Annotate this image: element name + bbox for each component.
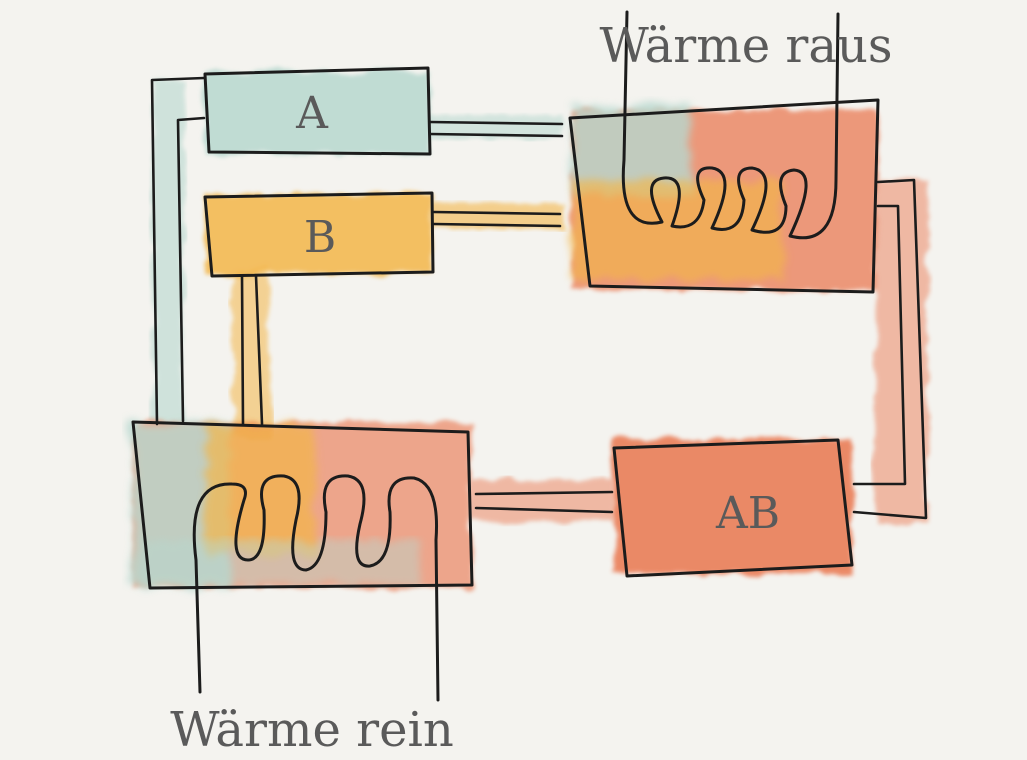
bottom-tank-outline bbox=[131, 420, 474, 590]
pipe-a-bottom bbox=[428, 132, 564, 138]
pipe-b-down-left bbox=[240, 274, 245, 426]
left-pipe-inner bbox=[176, 116, 206, 423]
pipe-b-down-right bbox=[254, 274, 264, 426]
ink-outlines bbox=[131, 66, 880, 590]
heat-out-label: Wärme raus bbox=[599, 18, 892, 74]
right-pipe-inner bbox=[852, 204, 907, 486]
tank-ab-label: AB bbox=[715, 488, 780, 539]
pipe-b-bottom bbox=[432, 222, 562, 228]
tank-a-label: A bbox=[295, 88, 329, 139]
pipe-ab-top bbox=[474, 490, 614, 496]
heat-in-label: Wärme rein bbox=[170, 702, 454, 758]
right-pipe-outer bbox=[852, 178, 928, 520]
tank-ab-outline bbox=[612, 438, 854, 578]
top-tank-outline bbox=[568, 98, 880, 294]
cooling-coil bbox=[621, 10, 840, 240]
pipe-a-top bbox=[428, 120, 564, 126]
coils bbox=[192, 10, 840, 702]
left-pipe-outer bbox=[150, 76, 206, 426]
tank-b-label: B bbox=[304, 212, 336, 263]
heating-coil bbox=[192, 474, 440, 702]
tank-a-outline bbox=[203, 66, 432, 156]
tank-b-outline bbox=[203, 191, 435, 278]
pipe-ab-bottom bbox=[474, 506, 614, 514]
pipe-b-top bbox=[432, 210, 562, 216]
pipes bbox=[150, 76, 928, 520]
